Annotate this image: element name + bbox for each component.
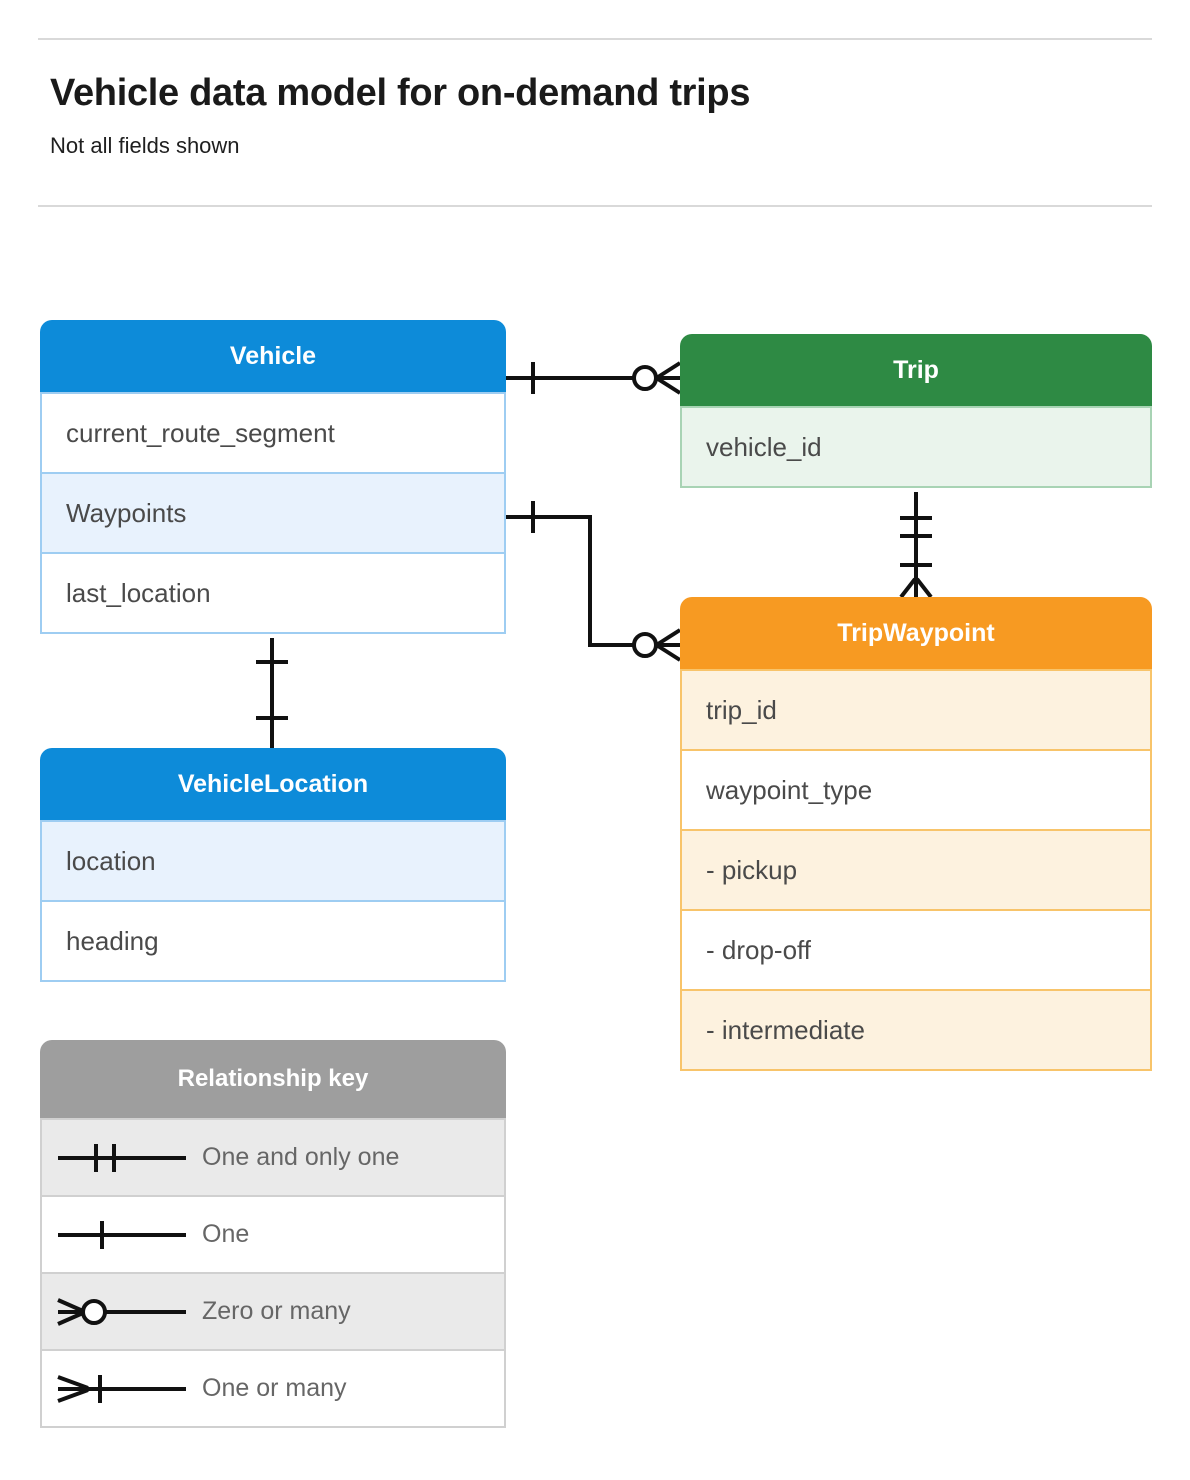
field-row[interactable]: last_location xyxy=(42,552,504,632)
connector-vehicle-vehiclelocation xyxy=(256,638,288,748)
page-subtitle: Not all fields shown xyxy=(50,133,240,158)
one-icon xyxy=(42,1215,202,1255)
legend-item-label: One and only one xyxy=(202,1143,400,1171)
entity-vehicle[interactable]: Vehicle current_route_segment Waypoints … xyxy=(40,320,506,634)
field-row[interactable]: - drop-off xyxy=(682,909,1150,989)
field-row[interactable]: - pickup xyxy=(682,829,1150,909)
legend-item-label: One or many xyxy=(202,1374,347,1402)
entity-tripwaypoint-title: TripWaypoint xyxy=(680,597,1152,669)
one-and-only-one-icon xyxy=(42,1138,202,1178)
page-title: Vehicle data model for on-demand trips xyxy=(50,72,751,114)
legend-item-zero-or-many: Zero or many xyxy=(42,1272,504,1349)
legend-item-one-and-only-one: One and only one xyxy=(42,1118,504,1195)
entity-trip-fields: vehicle_id xyxy=(680,406,1152,488)
field-row[interactable]: current_route_segment xyxy=(42,392,504,472)
field-row[interactable]: waypoint_type xyxy=(682,749,1150,829)
entity-vehiclelocation-fields: location heading xyxy=(40,820,506,982)
relationship-key-legend: Relationship key One and only one xyxy=(40,1040,506,1428)
legend-rows: One and only one One xyxy=(40,1118,506,1428)
entity-vehicle-fields: current_route_segment Waypoints last_loc… xyxy=(40,392,506,634)
field-row[interactable]: vehicle_id xyxy=(682,406,1150,486)
legend-item-one-or-many: One or many xyxy=(42,1349,504,1426)
field-row[interactable]: location xyxy=(42,820,504,900)
entity-vehicle-title: Vehicle xyxy=(40,320,506,392)
field-row[interactable]: trip_id xyxy=(682,669,1150,749)
entity-trip[interactable]: Trip vehicle_id xyxy=(680,334,1152,488)
connector-trip-tripwaypoint xyxy=(899,492,933,599)
connector-vehicle-trip xyxy=(506,361,682,395)
entity-tripwaypoint-fields: trip_id waypoint_type - pickup - drop-of… xyxy=(680,669,1152,1071)
connector-waypoints-tripwaypoint xyxy=(506,501,682,662)
header-divider-bottom xyxy=(38,205,1152,207)
entity-vehiclelocation-title: VehicleLocation xyxy=(40,748,506,820)
field-row[interactable]: heading xyxy=(42,900,504,980)
zero-or-many-icon xyxy=(42,1292,202,1332)
field-row[interactable]: - intermediate xyxy=(682,989,1150,1069)
one-or-many-icon xyxy=(42,1369,202,1409)
legend-item-one: One xyxy=(42,1195,504,1272)
entity-tripwaypoint[interactable]: TripWaypoint trip_id waypoint_type - pic… xyxy=(680,597,1152,1071)
legend-item-label: Zero or many xyxy=(202,1297,351,1325)
entity-vehiclelocation[interactable]: VehicleLocation location heading xyxy=(40,748,506,982)
legend-title: Relationship key xyxy=(40,1040,506,1118)
field-row[interactable]: Waypoints xyxy=(42,472,504,552)
entity-trip-title: Trip xyxy=(680,334,1152,406)
header-divider-top xyxy=(38,38,1152,40)
legend-item-label: One xyxy=(202,1220,250,1248)
